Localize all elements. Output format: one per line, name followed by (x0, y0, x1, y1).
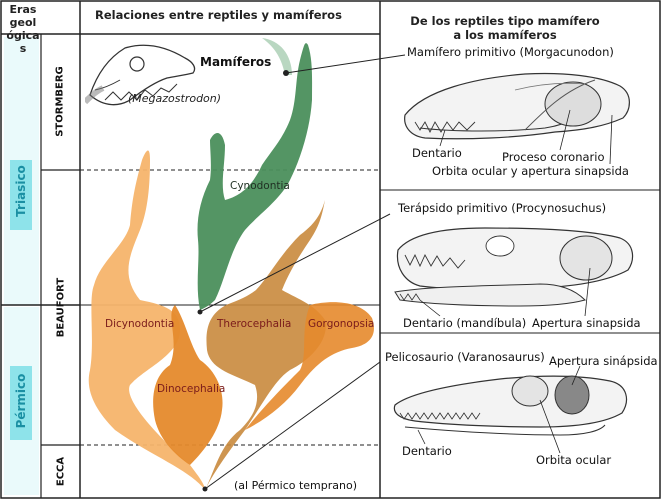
phylogeny-tree (88, 38, 374, 492)
therapsid-dentary-label: Dentario (mandíbula) (403, 316, 527, 330)
early-permian-label: (al Pérmico temprano) (234, 479, 358, 492)
dicynodontia-label: Dicynodontia (105, 318, 175, 330)
pelycosaur-orbit-label: Orbita ocular (536, 453, 612, 467)
mammal-branch (262, 38, 292, 75)
procynosuchus-skull-icon (394, 227, 634, 307)
period-triasico-box: Triasico (10, 160, 32, 230)
megazostrodon-skull-icon (85, 44, 196, 106)
relations-header: Relaciones entre reptiles y mamíferos (95, 8, 342, 22)
therapsid-title-label: Terápsido primitivo (Procynosuchus) (398, 201, 607, 215)
cynodontia-label: Cynodontia (230, 180, 290, 192)
cynodontia-branch (197, 43, 313, 310)
period-permico-box: Pérmico (10, 366, 32, 440)
gorgonopsia-branch (245, 302, 374, 430)
eras-header: Eras geológicas (6, 3, 40, 55)
therocephalia-label: Therocephalia (217, 318, 292, 330)
mammal-orbit-label: Orbita ocular y apertura sinapsida (432, 164, 629, 178)
dicynodontia-branch (88, 150, 205, 490)
skulls-header: De los reptiles tipo mamífero a los mamí… (410, 14, 600, 42)
dinocephalia-label: Dinocephalia (157, 383, 226, 395)
megazostrodon-label: (Megazostrodon) (128, 92, 222, 105)
mammal-title-label: Mamífero primitivo (Morgacunodon) (407, 45, 614, 59)
therapsid-aperture-label: Apertura sinapsida (532, 316, 641, 330)
gorgonopsia-label: Gorgonopsia (308, 318, 375, 330)
mammals-label: Mamíferos (200, 55, 272, 69)
dinocephalia-branch (153, 305, 223, 465)
varanosaurus-skull-icon (393, 375, 628, 436)
therocephalia-branch (205, 200, 326, 490)
pelycosaur-dentary-label: Dentario (402, 444, 452, 458)
morganucodon-skull-icon (404, 72, 630, 140)
pelycosaur-title-label: Pelicosaurio (Varanosaurus) (385, 350, 545, 364)
mammal-dentary-label: Dentario (412, 146, 462, 160)
mammal-coronoid-label: Proceso coronario (502, 150, 605, 164)
pelycosaur-aperture-label: Apertura sinápsida (549, 354, 658, 368)
